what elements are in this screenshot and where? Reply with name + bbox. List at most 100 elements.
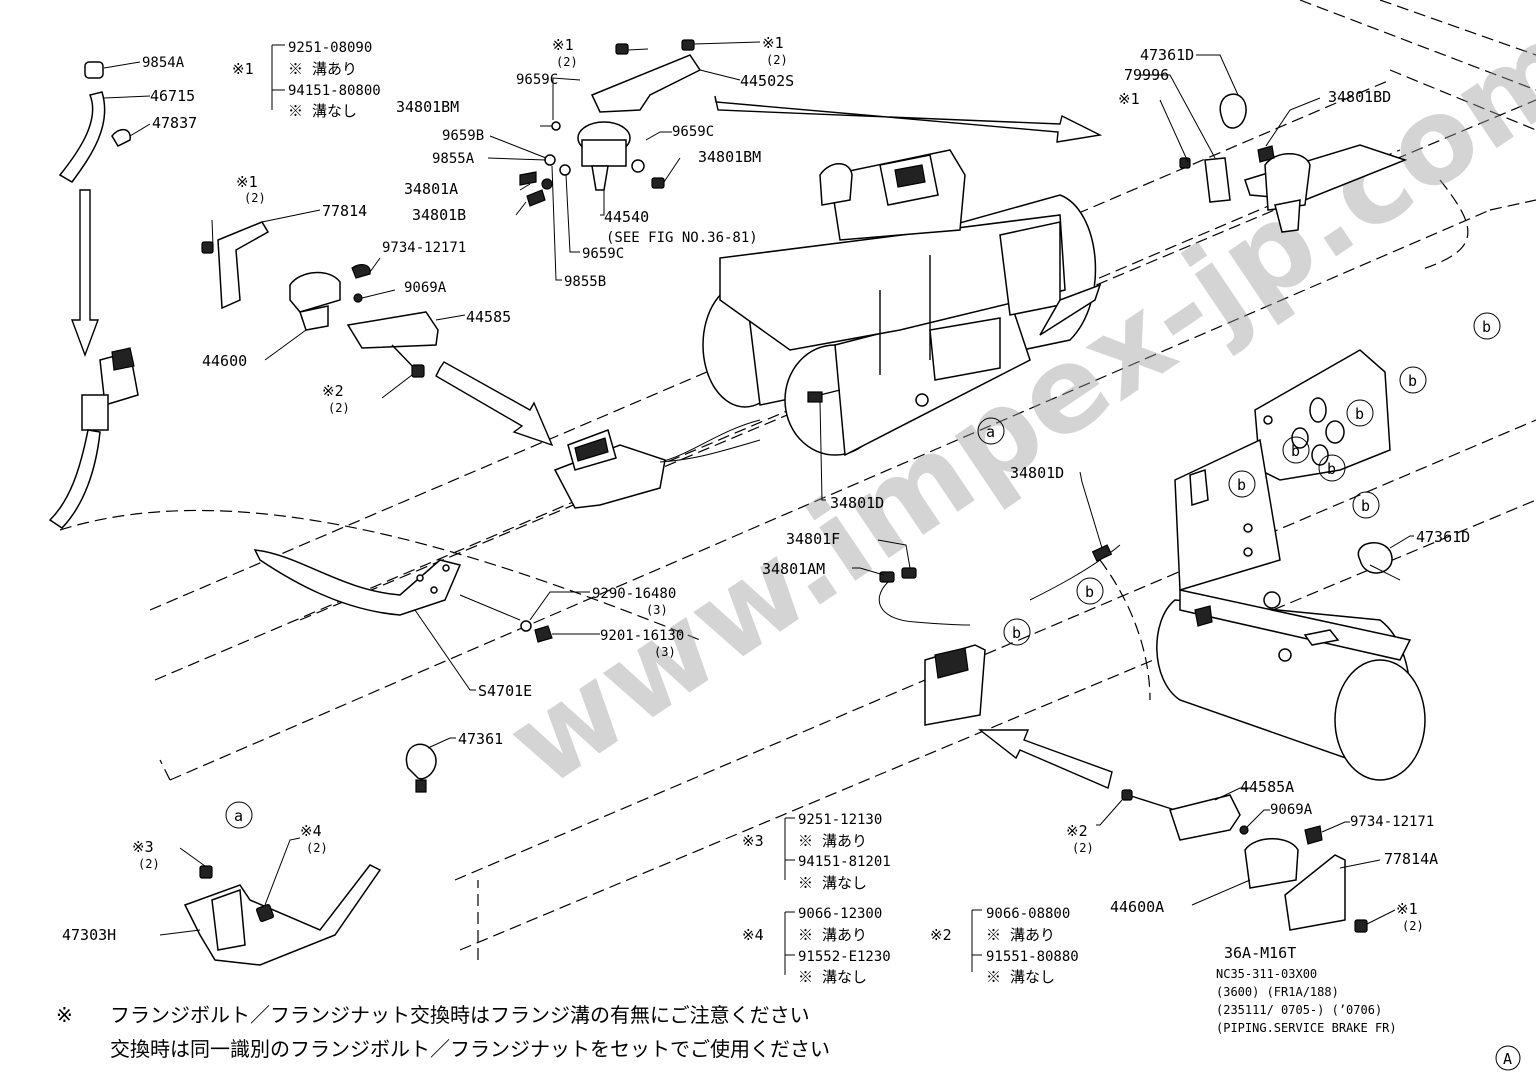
note-brackets bbox=[271, 44, 982, 975]
label-34801B: 34801B bbox=[412, 206, 466, 224]
legend-x2-g2: ※ 溝なし bbox=[986, 968, 1055, 986]
legend-x3-p2: 94151-81201 bbox=[798, 854, 891, 870]
drawing-line4: (PIPING.SERVICE BRAKE FR) bbox=[1216, 1021, 1397, 1035]
label-44600: 44600 bbox=[202, 352, 247, 370]
ref-a-1: a bbox=[986, 423, 995, 441]
label-34801A: 34801A bbox=[404, 180, 458, 198]
mark-x2-b: ※2 bbox=[1066, 822, 1088, 840]
mark-x1-e: ※1 bbox=[1118, 90, 1140, 108]
ref-b-6: b bbox=[1237, 476, 1246, 494]
qty-x1-f: (2) bbox=[1402, 919, 1424, 933]
qty-b: (2) bbox=[556, 55, 578, 69]
mark-x3-legend: ※3 bbox=[742, 832, 764, 850]
ref-b-7: b bbox=[1361, 497, 1370, 515]
legend-x4-g2: ※ 溝なし bbox=[798, 968, 867, 986]
legend-x2-g1: ※ 溝あり bbox=[986, 926, 1055, 944]
label-47361D-b: 47361D bbox=[1416, 528, 1470, 546]
label-44600A: 44600A bbox=[1110, 898, 1164, 916]
note-mark: ※ bbox=[56, 1003, 73, 1027]
label-9855A: 9855A bbox=[432, 151, 475, 167]
ref-b-1: b bbox=[1482, 318, 1491, 336]
ref-b-4: b bbox=[1291, 442, 1300, 460]
legend-x4-p2: 91552-E1230 bbox=[798, 949, 891, 965]
frame-valve bbox=[253, 429, 761, 691]
legend-x3-p1: 9251-12130 bbox=[798, 812, 882, 828]
label-9855B: 9855B bbox=[564, 274, 606, 290]
label-94151-80800: 94151-80800 bbox=[288, 83, 381, 99]
valve-44600A-group bbox=[1096, 787, 1396, 933]
drawing-line1: NC35-311-03X00 bbox=[1216, 967, 1317, 981]
mark-x4-a: ※4 bbox=[300, 822, 322, 840]
qty-x3-a: (2) bbox=[138, 857, 160, 871]
label-9659B: 9659B bbox=[442, 128, 484, 144]
label-9659C-a: 9659C bbox=[516, 72, 558, 88]
label-9854A: 9854A bbox=[142, 55, 185, 71]
qty-x4-a: (2) bbox=[306, 841, 328, 855]
qty-9290: (3) bbox=[646, 603, 668, 617]
drawing-line2: (3600) (FR1A/188) bbox=[1216, 985, 1339, 999]
label-34801F: 34801F bbox=[786, 530, 840, 548]
mark-x1-c: ※1 bbox=[762, 34, 784, 52]
qty-c: (2) bbox=[766, 53, 788, 67]
label-44585: 44585 bbox=[466, 308, 511, 326]
legend-x4-p1: 9066-12300 bbox=[798, 906, 882, 922]
label-47361D-a: 47361D bbox=[1140, 46, 1194, 64]
label-47837: 47837 bbox=[152, 114, 197, 132]
note-line-2: 交換時は同一識別のフランジボルト／フランジナットをセットでご使用ください bbox=[110, 1037, 830, 1061]
label-34801D-b: 34801D bbox=[1010, 464, 1064, 482]
reference-markers bbox=[225, 312, 1521, 1071]
qty-9201: (3) bbox=[654, 645, 676, 659]
ref-b-2: b bbox=[1408, 372, 1417, 390]
label-34801BD: 34801BD bbox=[1328, 88, 1391, 106]
label-47361: 47361 bbox=[458, 730, 503, 748]
groove-yes-1: ※ 溝あり bbox=[288, 60, 357, 78]
mark-x2-a: ※2 bbox=[322, 382, 344, 400]
label-9659C-b: 9659C bbox=[672, 124, 714, 140]
mark-x1-b: ※1 bbox=[552, 36, 574, 54]
valve-44600-group bbox=[201, 209, 554, 447]
bracket-47303H bbox=[159, 737, 456, 966]
label-9734-12171-a: 9734-12171 bbox=[382, 240, 466, 256]
ref-b-3: b bbox=[1355, 405, 1364, 423]
drawing-line3: (235111/ 0705-) (’0706) bbox=[1216, 1003, 1382, 1017]
label-9069A-b: 9069A bbox=[1270, 802, 1313, 818]
mark-x1-a: ※1 bbox=[232, 60, 254, 78]
label-S4701E: S4701E bbox=[478, 682, 532, 700]
label-77814: 77814 bbox=[322, 202, 367, 220]
sensor-harness bbox=[852, 539, 1113, 789]
label-34801BM-a: 34801BM bbox=[396, 98, 459, 116]
note-line-1: フランジボルト／フランジナット交換時はフランジ溝の有無にご注意ください bbox=[110, 1003, 810, 1027]
ref-b-8: b bbox=[1085, 583, 1094, 601]
ref-b-5: b bbox=[1327, 460, 1336, 478]
mark-x2-legend: ※2 bbox=[930, 926, 952, 944]
mark-x3-a: ※3 bbox=[132, 838, 154, 856]
label-44540: 44540 bbox=[604, 208, 649, 226]
legend-x4-g1: ※ 溝あり bbox=[798, 926, 867, 944]
air-tank-assembly bbox=[659, 149, 1102, 501]
label-34801BM-b: 34801BM bbox=[698, 148, 761, 166]
label-9069A-a: 9069A bbox=[404, 280, 447, 296]
ref-b-9: b bbox=[1012, 624, 1021, 642]
legend-x2-p2: 91551-80880 bbox=[986, 949, 1079, 965]
legend-x3-g2: ※ 溝なし bbox=[798, 874, 867, 892]
mark-x4-legend: ※4 bbox=[742, 926, 764, 944]
groove-no-1: ※ 溝なし bbox=[288, 102, 357, 120]
labels: 9854A 46715 47837 ※1 9251-08090 ※ 溝あり 94… bbox=[56, 34, 1470, 1061]
hose-assembly bbox=[48, 61, 151, 529]
ref-a-2: a bbox=[234, 807, 243, 825]
qty-x2-a: (2) bbox=[328, 401, 350, 415]
label-see-fig: (SEE FIG NO.36-81) bbox=[606, 230, 758, 246]
legend-x3-g1: ※ 溝あり bbox=[798, 832, 867, 850]
label-79996: 79996 bbox=[1124, 66, 1169, 84]
ref-A: A bbox=[1503, 1050, 1512, 1068]
label-47303H: 47303H bbox=[62, 926, 116, 944]
label-77814A: 77814A bbox=[1384, 850, 1438, 868]
label-44502S: 44502S bbox=[740, 72, 794, 90]
label-9290-16480: 9290-16480 bbox=[592, 586, 676, 602]
qty-d: (2) bbox=[244, 191, 266, 205]
mark-x1-f: ※1 bbox=[1396, 900, 1418, 918]
drawing-code: 36A-M16T bbox=[1224, 944, 1296, 962]
upper-right-valve bbox=[714, 54, 1408, 233]
legend-x2-p1: 9066-08800 bbox=[986, 906, 1070, 922]
